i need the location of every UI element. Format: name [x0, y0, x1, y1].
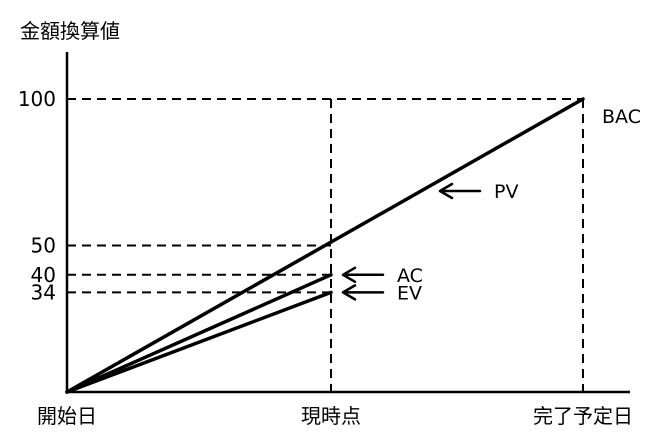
arrow-ac	[341, 266, 385, 284]
arrow-pv	[438, 182, 482, 200]
guide-lines	[67, 98, 584, 392]
x-tick-label: 完了予定日	[533, 404, 633, 428]
y-tick-label: 40	[31, 263, 56, 287]
arrow-ev	[341, 284, 385, 301]
y-tick-label: 34	[31, 280, 56, 304]
axes	[65, 52, 630, 394]
y-tick-label: 100	[18, 87, 56, 111]
series-line-ev	[65, 290, 333, 394]
x-tick-label: 現時点	[301, 404, 361, 428]
series-label-ev: EV	[397, 282, 422, 304]
series-group	[65, 97, 585, 394]
y-tick-label: 50	[31, 234, 56, 258]
series-line-ac	[65, 273, 333, 394]
series-label-pv: PV	[494, 181, 518, 203]
x-tick-label: 開始日	[37, 404, 97, 428]
x-ticks: 開始日 現時点 完了予定日	[37, 404, 633, 428]
y-axis-label: 金額換算値	[20, 19, 120, 43]
series-line-pv	[65, 97, 585, 394]
series-label-ac: AC	[397, 265, 423, 287]
annotation-bac: BAC	[602, 106, 641, 128]
